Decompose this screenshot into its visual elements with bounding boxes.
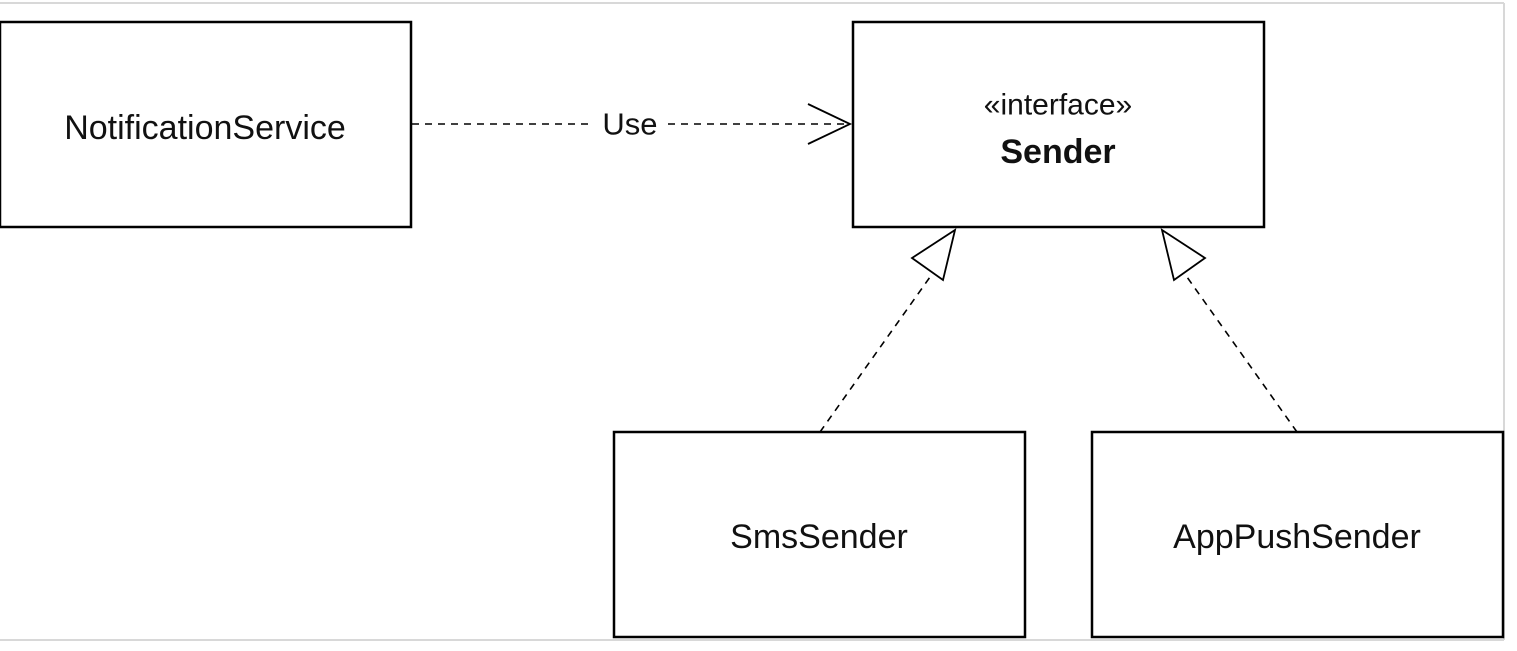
sms-sender-label: SmsSender <box>730 518 908 556</box>
hollow-triangle-arrowhead-icon <box>910 228 957 282</box>
push-realization-edge <box>1160 228 1298 433</box>
sms-sender-class[interactable]: SmsSender <box>612 430 1027 639</box>
hollow-triangle-arrowhead-icon <box>1160 228 1207 282</box>
notification-service-label: NotificationService <box>64 109 346 147</box>
app-push-sender-class[interactable]: AppPushSender <box>1090 430 1505 639</box>
sender-box <box>851 20 1266 229</box>
sms-realization-line <box>819 269 936 433</box>
app-push-sender-box <box>1090 430 1505 639</box>
sender-label: Sender <box>1000 133 1115 171</box>
sender-stereotype: «interface» <box>984 89 1132 122</box>
app-push-sender-label: AppPushSender <box>1173 518 1421 556</box>
sms-realization-edge <box>819 228 957 433</box>
notification-service-class[interactable]: NotificationService <box>0 20 413 229</box>
notification-service-box <box>0 20 413 229</box>
use-dependency-edge: Use <box>412 103 853 145</box>
sms-sender-box <box>612 430 1027 639</box>
open-arrowhead-icon <box>807 103 853 145</box>
sender-interface-class[interactable]: «interface» Sender <box>851 20 1266 229</box>
push-realization-line <box>1181 269 1298 433</box>
use-edge-label: Use <box>602 107 657 142</box>
